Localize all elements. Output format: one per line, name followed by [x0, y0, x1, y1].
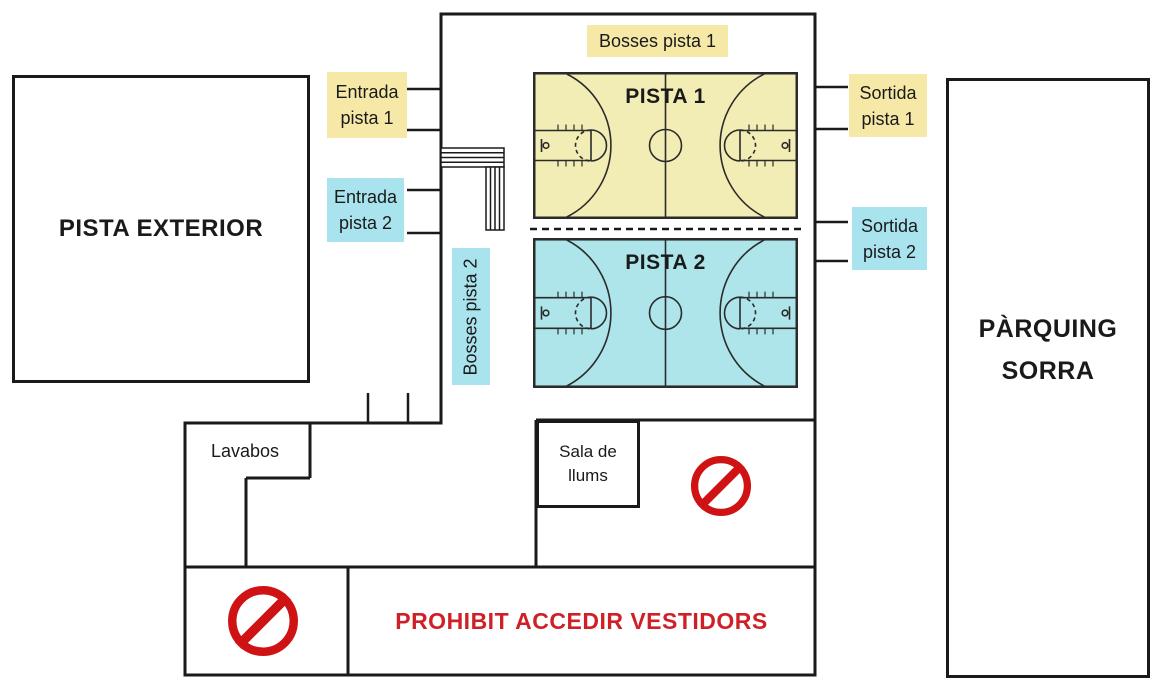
bosses-pista-2-label: Bosses pista 2 — [452, 248, 490, 385]
court-1-label: PISTA 1 — [625, 85, 706, 108]
sala-de-llums-room: Sala de llums — [536, 420, 640, 508]
entrada-pista-1-label: Entrada pista 1 — [327, 72, 407, 138]
parquing-sorra-area: PÀRQUING SORRA — [946, 78, 1150, 678]
door-lines — [407, 85, 848, 263]
sortida-pista-2-label: Sortida pista 2 — [852, 207, 927, 270]
prohibit-accedir-vestidors-banner: PROHIBIT ACCEDIR VESTIDORS — [395, 607, 768, 634]
stairs-icon — [440, 147, 505, 231]
parquing-label: PÀRQUING SORRA — [978, 315, 1118, 385]
door-opening-marks — [366, 393, 410, 423]
court-pista-1: PISTA 1 — [533, 72, 798, 219]
court-pista-2: PISTA 2 — [533, 238, 798, 388]
sortida-pista-1-label: Sortida pista 1 — [849, 74, 927, 137]
court-2-label: PISTA 2 — [625, 251, 706, 274]
pista-exterior-label: PISTA EXTERIOR — [58, 215, 264, 242]
pista-exterior-area: PISTA EXTERIOR — [12, 75, 310, 383]
entrada-pista-2-label: Entrada pista 2 — [327, 178, 404, 242]
lavabos-label: Lavabos — [210, 440, 280, 461]
bosses-pista-1-label: Bosses pista 1 — [587, 25, 728, 57]
